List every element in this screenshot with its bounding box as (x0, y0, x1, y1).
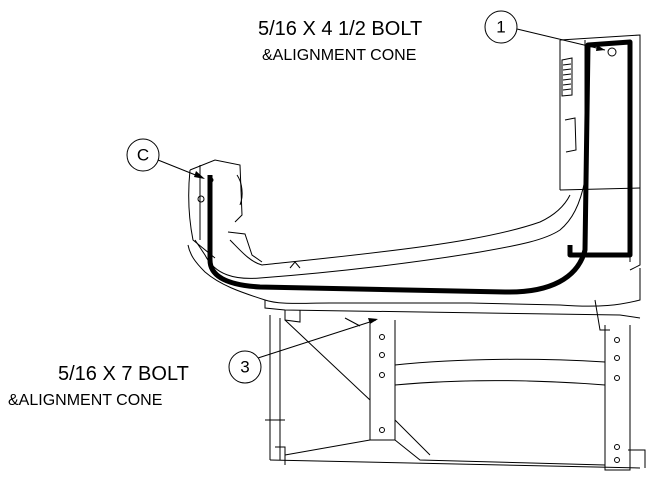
balloon-c (126, 138, 160, 172)
leader-3-arrowhead (368, 318, 378, 324)
balloon-c-label: C (137, 146, 149, 165)
callout-3-line2: &ALIGNMENT CONE (8, 392, 162, 409)
callout-1-line2: &ALIGNMENT CONE (262, 47, 416, 64)
tub-body-outline (187, 34, 641, 307)
leader-c-arrowhead (194, 171, 205, 179)
callout-1-line1: 5/16 X 4 1/2 BOLT (258, 18, 422, 40)
callout-c: C (126, 138, 205, 179)
leader-1 (516, 28, 606, 51)
leader-3 (257, 319, 377, 359)
balloon-3-label: 3 (240, 358, 249, 377)
bracket-detail (344, 317, 361, 327)
callout-1: 5/16 X 4 1/2 BOLT &ALIGNMENT CONE 1 (258, 10, 617, 64)
callout-3: 5/16 X 7 BOLT &ALIGNMENT CONE 3 (8, 317, 378, 409)
callout-3-line1: 5/16 X 7 BOLT (58, 363, 189, 385)
base-stand (264, 299, 646, 471)
bolt-1-marker (607, 47, 617, 57)
balloon-1-label: 1 (496, 18, 505, 37)
highlighted-frame-member (207, 39, 633, 295)
balloon-3 (228, 350, 262, 384)
leader-1-arrowhead (596, 45, 605, 51)
balloon-1 (484, 10, 518, 44)
